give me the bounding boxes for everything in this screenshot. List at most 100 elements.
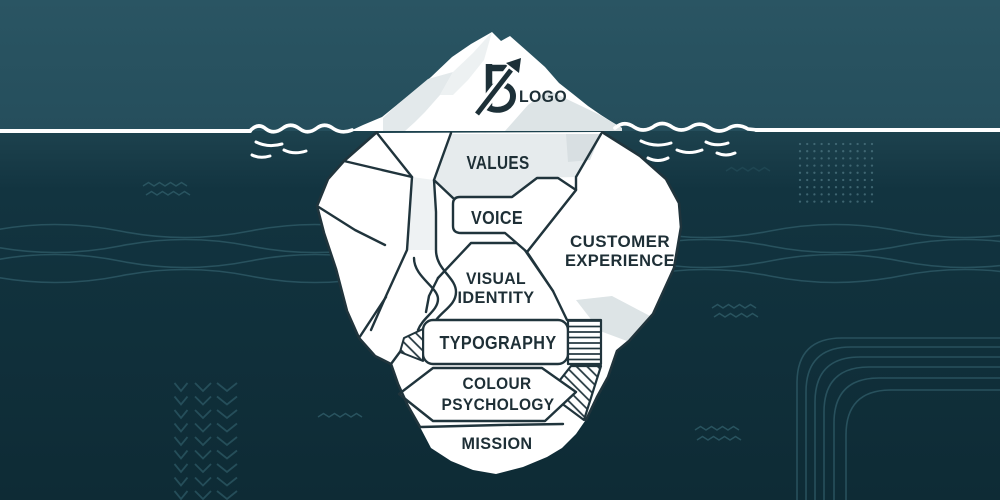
- dot: [856, 186, 859, 189]
- chevron: [173, 476, 189, 487]
- hatch-left-wedge: [399, 328, 424, 362]
- rounded-corner-lines: [796, 337, 1000, 500]
- label-customer-experience-line1: CUSTOMER: [570, 232, 670, 251]
- dot: [842, 193, 845, 196]
- dot: [798, 150, 802, 153]
- chevron: [173, 490, 189, 500]
- corner-line: [805, 346, 1000, 500]
- dot: [806, 200, 809, 203]
- dot: [849, 164, 852, 167]
- dot: [827, 171, 830, 174]
- left-facet-tint: [407, 177, 436, 250]
- dot: [842, 186, 845, 189]
- dot: [806, 171, 809, 174]
- dot: [820, 178, 823, 182]
- dot-grid-pattern: [798, 142, 874, 203]
- dot: [820, 142, 823, 146]
- waterline-right-wavy: [613, 121, 760, 133]
- dot: [798, 164, 802, 167]
- dot: [842, 171, 845, 174]
- dot: [820, 150, 823, 153]
- dot: [842, 164, 845, 167]
- dot: [806, 150, 809, 153]
- chevron: [173, 395, 189, 406]
- dot: [870, 164, 874, 167]
- dot: [827, 178, 830, 182]
- dot: [870, 150, 874, 153]
- dot: [827, 186, 830, 189]
- dot: [863, 142, 866, 146]
- dot: [820, 171, 823, 174]
- squiggle: [725, 166, 771, 172]
- dot: [849, 157, 852, 160]
- dot: [813, 178, 816, 182]
- dot: [842, 157, 845, 160]
- dot: [827, 142, 830, 146]
- voice-face: [451, 176, 578, 254]
- dot: [813, 193, 816, 196]
- tip-right-shadow: [505, 90, 622, 131]
- dot: [849, 200, 852, 203]
- dot: [798, 186, 802, 189]
- values-face-shadow: [566, 134, 601, 162]
- chevron: [216, 476, 238, 487]
- b-arrow-logo-icon: [469, 54, 525, 122]
- chevron: [194, 395, 212, 406]
- chevron: [216, 409, 238, 420]
- dot: [842, 150, 845, 153]
- facet-lines: [315, 131, 603, 429]
- label-colour-psychology-line1: COLOUR: [463, 374, 532, 393]
- dot: [863, 186, 866, 189]
- squiggle: [713, 312, 759, 318]
- dot: [863, 193, 866, 196]
- dot: [870, 178, 874, 182]
- dot: [827, 164, 830, 167]
- dot: [870, 186, 874, 189]
- label-typography: TYPOGRAPHY: [440, 333, 557, 353]
- dot: [813, 157, 816, 160]
- dot: [834, 200, 838, 203]
- label-visual-identity-line2: IDENTITY: [458, 288, 535, 307]
- chevron: [194, 422, 212, 433]
- dot: [834, 164, 838, 167]
- chevron: [173, 409, 189, 420]
- hatch-horizontal-facet: [566, 318, 603, 366]
- dot: [813, 142, 816, 146]
- corner-line: [845, 389, 1000, 500]
- squiggle: [711, 303, 757, 309]
- chevron: [173, 449, 189, 460]
- dot: [820, 193, 823, 196]
- chevron: [173, 436, 189, 447]
- label-customer-experience-line2: EXPERIENCE: [565, 251, 675, 270]
- dot: [849, 178, 852, 182]
- chevron: [216, 382, 238, 393]
- dot: [798, 178, 802, 182]
- chevron-columns-pattern: [173, 382, 238, 500]
- chevron: [194, 490, 212, 500]
- chevron: [194, 463, 212, 474]
- dot: [827, 200, 830, 203]
- brand-logo: LOGO: [469, 54, 567, 122]
- dot: [834, 178, 838, 182]
- label-values: VALUES: [467, 153, 530, 173]
- iceberg-tip: LOGO: [350, 32, 622, 131]
- dot: [827, 150, 830, 153]
- dot: [863, 178, 866, 182]
- dot: [842, 178, 845, 182]
- dot: [863, 157, 866, 160]
- logo-wordmark: LOGO: [519, 88, 567, 106]
- chevron: [216, 490, 238, 500]
- label-visual-identity-line1: VISUAL: [466, 269, 526, 288]
- dot: [856, 164, 859, 167]
- dot: [849, 150, 852, 153]
- corner-line: [833, 377, 1000, 500]
- chevron: [173, 463, 189, 474]
- squiggle: [317, 412, 363, 418]
- dot: [806, 193, 809, 196]
- dot: [870, 200, 874, 203]
- dot: [834, 186, 838, 189]
- dot: [798, 142, 802, 146]
- chevron: [194, 382, 212, 393]
- chevron: [194, 449, 212, 460]
